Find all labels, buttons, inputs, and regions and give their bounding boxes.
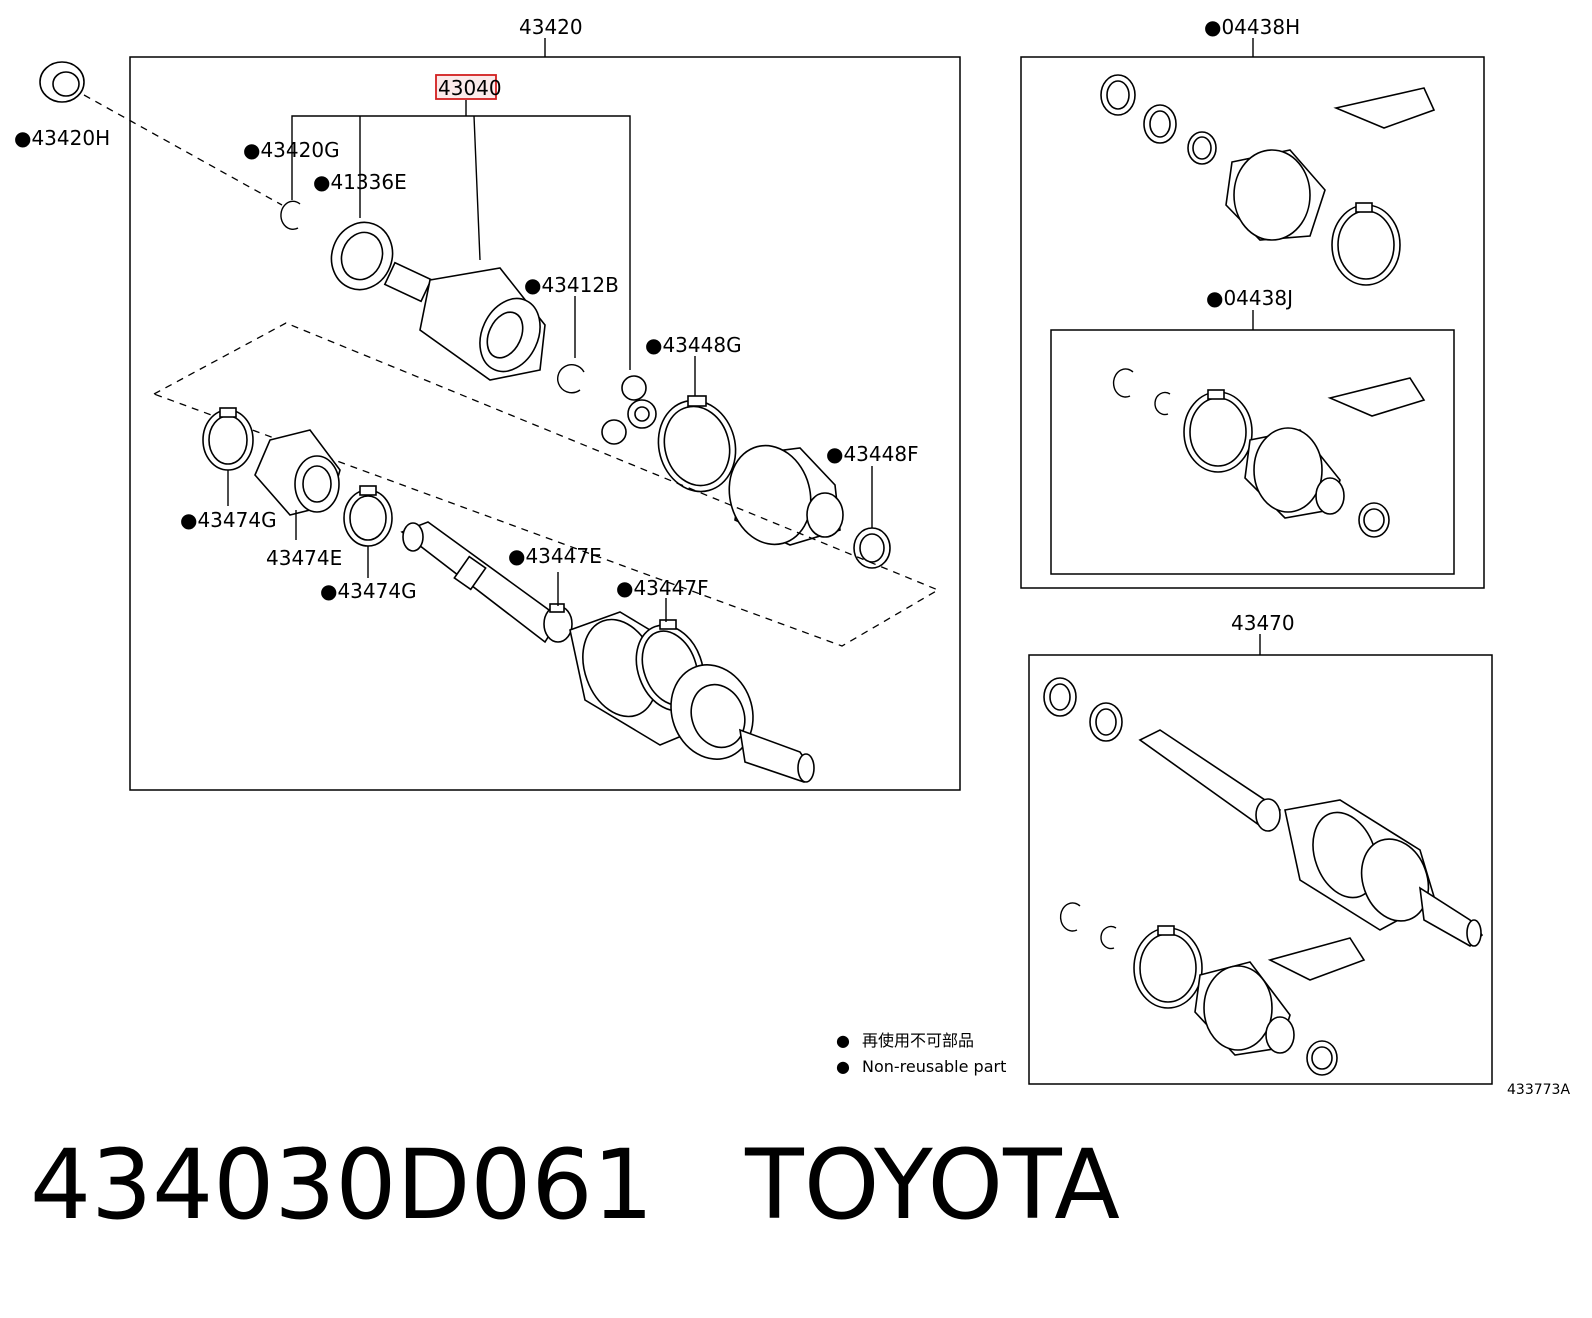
callout-43447F[interactable]: ●43447F: [616, 576, 709, 600]
callout-43470[interactable]: 43470: [1231, 611, 1295, 635]
clamp-43474G-upper[interactable]: [202, 407, 254, 471]
callout-43474E[interactable]: 43474E: [266, 546, 342, 570]
kit-H-clamp-medium[interactable]: [1143, 104, 1177, 144]
clamp-43448G[interactable]: [648, 392, 745, 501]
assy-43470-clamp-b[interactable]: [1089, 702, 1123, 742]
assy-43470-boot[interactable]: [1194, 961, 1295, 1056]
kit-04438J-panel: [1050, 329, 1455, 575]
part-number: 434030D061: [30, 1129, 654, 1241]
legend-text-english: Non-reusable part: [862, 1057, 1006, 1076]
bearing-41336E[interactable]: [322, 214, 402, 298]
callout-43420G[interactable]: ●43420G: [243, 138, 340, 162]
assy-43470-clamp-large[interactable]: [1133, 925, 1203, 1009]
assy-43470-outboard-joint[interactable]: [1284, 799, 1484, 947]
inboard-boot[interactable]: [718, 436, 844, 553]
assembly-43420-frame: [129, 56, 961, 791]
kit-04438J-frame: [1050, 329, 1455, 575]
assembly-43470-panel: 43470: [1028, 611, 1493, 1085]
kit-J-boot[interactable]: [1244, 427, 1345, 519]
legend: ● 再使用不可部品 ● Non-reusable part: [836, 1031, 1006, 1076]
drive-shaft[interactable]: [400, 521, 562, 644]
kit-J-grease-packet[interactable]: [1327, 377, 1426, 417]
seal-43420H[interactable]: [39, 61, 283, 206]
kit-H-clamp-boot[interactable]: [1331, 202, 1401, 286]
inboard-joint-housing[interactable]: [383, 261, 552, 382]
kit-H-clamp-small[interactable]: [1187, 131, 1217, 165]
sub-group-dashed-outline: [152, 322, 940, 647]
callout-43420H[interactable]: ●43420H: [14, 126, 110, 150]
assembly-43420-panel: 43420 43040 ●43420H ●43420G ●41336E: [14, 15, 961, 791]
callout-04438J[interactable]: ●04438J: [1206, 286, 1293, 310]
snap-ring-43420G[interactable]: [280, 200, 301, 231]
callout-43448G[interactable]: ●43448G: [645, 333, 742, 357]
diagram-code: 433773A: [1507, 1082, 1570, 1098]
kit-J-ring[interactable]: [1154, 391, 1171, 416]
assy-43470-grease-packet[interactable]: [1267, 937, 1366, 981]
kit-J-clamp-large[interactable]: [1183, 389, 1253, 473]
damper-43474E[interactable]: [254, 429, 341, 516]
brand-name: TOYOTA: [745, 1129, 1120, 1241]
assy-43470-snap-ring[interactable]: [1059, 902, 1081, 932]
callout-43040[interactable]: 43040: [438, 76, 502, 100]
clamp-43474G-lower[interactable]: [343, 485, 393, 547]
clamp-43448F[interactable]: [853, 527, 891, 569]
outboard-joint[interactable]: [658, 653, 815, 783]
legend-text-japanese: 再使用不可部品: [862, 1031, 974, 1050]
callout-43447E[interactable]: ●43447E: [508, 544, 602, 568]
kit-H-clamp-large[interactable]: [1100, 74, 1136, 116]
clamp-43447E[interactable]: [543, 603, 573, 643]
callout-43448F[interactable]: ●43448F: [826, 442, 919, 466]
callout-43420[interactable]: 43420: [519, 15, 583, 39]
assy-43470-shaft[interactable]: [1138, 729, 1282, 832]
kit-J-snap-ring[interactable]: [1112, 368, 1134, 398]
callout-04438H[interactable]: ●04438H: [1204, 15, 1300, 39]
footer-gap: [654, 1129, 746, 1241]
assy-43470-clamp-a[interactable]: [1043, 677, 1077, 717]
assy-43470-clamp-small[interactable]: [1306, 1040, 1338, 1076]
kit-H-boot[interactable]: [1225, 149, 1326, 241]
kit-04438H-panel: ●04438H ●04438J: [1020, 15, 1485, 589]
tripod-joint[interactable]: [601, 375, 657, 445]
kit-J-clamp-small[interactable]: [1358, 502, 1390, 538]
kit-H-grease-packet[interactable]: [1333, 87, 1436, 129]
highlighted-part-box: [435, 74, 497, 100]
callout-43412B[interactable]: ●43412B: [524, 273, 619, 297]
callout-41336E[interactable]: ●41336E: [313, 170, 407, 194]
assy-43470-ring[interactable]: [1100, 925, 1117, 950]
legend-bullet-en: ●: [836, 1057, 850, 1076]
part-number-footer: 434030D061 TOYOTA: [30, 1130, 1120, 1240]
callout-43474G-lower[interactable]: ●43474G: [320, 579, 417, 603]
legend-bullet-jp: ●: [836, 1031, 850, 1050]
callout-43474G-upper[interactable]: ●43474G: [180, 508, 277, 532]
snap-ring-43412B[interactable]: [557, 364, 585, 394]
